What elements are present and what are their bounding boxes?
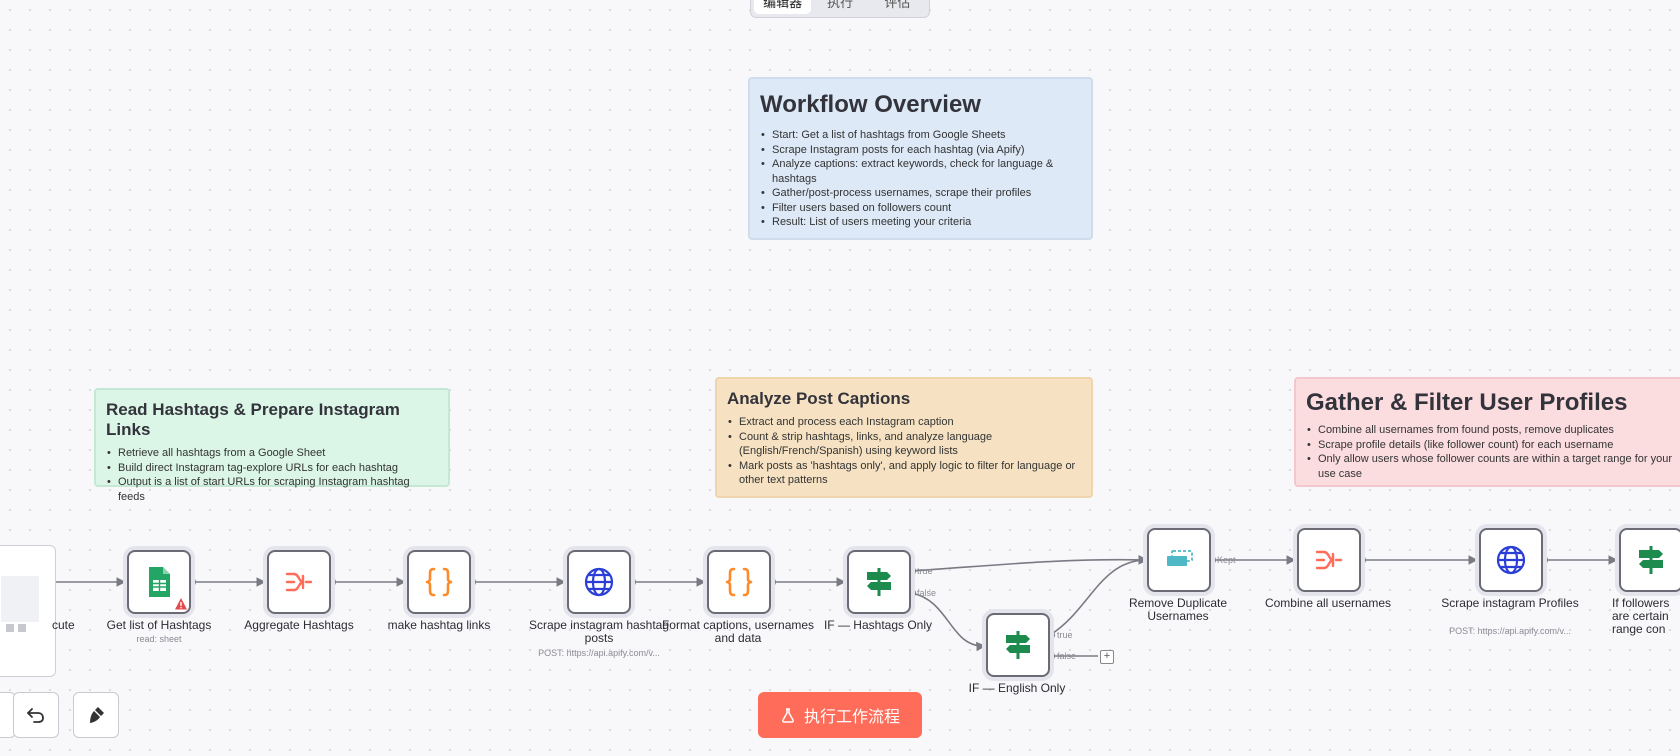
- note-item: Retrieve all hashtags from a Google Shee…: [106, 446, 438, 461]
- note-item: Mark posts as 'hashtags only', and apply…: [727, 459, 1081, 488]
- node-label: IF — Hashtags Only: [823, 618, 933, 632]
- signpost-icon: [1006, 631, 1030, 659]
- warning-icon: [175, 598, 187, 610]
- note-item: Extract and process each Instagram capti…: [727, 415, 1081, 430]
- note-item: Build direct Instagram tag-explore URLs …: [106, 461, 438, 476]
- output-label-kept: Kept: [1217, 555, 1236, 565]
- note-item: Gather/post-process usernames, scrape th…: [760, 186, 1081, 201]
- note-item: Start: Get a list of hashtags from Googl…: [760, 128, 1081, 143]
- node-aggregate-hashtags[interactable]: [267, 550, 331, 614]
- node-combine-usernames[interactable]: [1297, 528, 1361, 592]
- connection-line: [910, 555, 1148, 572]
- clear-execution-icon: [90, 707, 104, 723]
- trigger-node-partial[interactable]: [0, 545, 56, 677]
- node-subtitle: POST: https://api.apify.com/v...: [1449, 626, 1571, 636]
- node-label: Aggregate Hashtags: [244, 618, 354, 632]
- output-label-true: true: [917, 566, 933, 576]
- node-label: make hashtag links: [387, 618, 491, 632]
- note-item: Result: List of users meeting your crite…: [760, 215, 1081, 230]
- connection-line: [1049, 555, 1148, 636]
- note-item: Scrape profile details (like follower co…: [1306, 438, 1680, 453]
- aggregate-icon: [1315, 550, 1343, 570]
- note-item: Analyze captions: extract keywords, chec…: [760, 157, 1081, 186]
- tab-evaluations[interactable]: 评估: [884, 0, 911, 10]
- node-label: Format captions, usernames and data: [661, 618, 815, 645]
- globe-icon: [584, 567, 614, 597]
- note-item: Count & strip hashtags, links, and analy…: [727, 430, 1081, 459]
- node-if-hashtags-only[interactable]: [847, 550, 911, 614]
- output-label-false: false: [917, 588, 936, 598]
- undo-icon: [27, 708, 44, 723]
- node-subtitle: POST: https://api.apify.com/v...: [538, 648, 660, 658]
- note-item: Combine all usernames from found posts, …: [1306, 423, 1680, 438]
- connection-line: [910, 592, 986, 652]
- code-braces-icon: [425, 567, 453, 597]
- output-label-false: false: [1057, 651, 1076, 661]
- clear-execution-button[interactable]: [73, 692, 119, 738]
- note-item: Scrape Instagram posts for each hashtag …: [760, 143, 1081, 158]
- node-make-hashtag-links[interactable]: [407, 550, 471, 614]
- google-sheets-icon: [149, 567, 170, 597]
- node-label: Remove Duplicate Usernames: [1128, 596, 1228, 623]
- node-format-captions[interactable]: [707, 550, 771, 614]
- note-title: Analyze Post Captions: [727, 389, 911, 408]
- signpost-icon: [1639, 546, 1663, 574]
- code-braces-icon: [725, 567, 753, 597]
- sticky-note-hashtags[interactable]: Read Hashtags & Prepare Instagram Links …: [94, 388, 450, 503]
- tab-executions[interactable]: 执行: [826, 0, 853, 10]
- node-if-followers[interactable]: [1619, 528, 1680, 592]
- node-label: cute: [52, 618, 75, 632]
- add-node-button[interactable]: +: [1100, 650, 1114, 664]
- aggregate-icon: [285, 572, 313, 592]
- sticky-note-profiles[interactable]: Gather & Filter User Profiles Combine al…: [1294, 377, 1680, 487]
- node-subtitle: read: sheet: [136, 634, 182, 644]
- node-label: Get list of Hashtags: [106, 618, 212, 632]
- tab-editor[interactable]: 编辑器: [754, 0, 812, 14]
- node-label: If followers are certain range con: [1612, 597, 1670, 636]
- remove-duplicates-icon: [1167, 550, 1193, 566]
- sticky-note-captions[interactable]: Analyze Post Captions Extract and proces…: [715, 377, 1093, 498]
- node-scrape-profiles[interactable]: [1479, 528, 1543, 592]
- note-title: Gather & Filter User Profiles: [1306, 389, 1628, 416]
- note-item: Filter users based on followers count: [760, 201, 1081, 216]
- dots-icon: [6, 624, 26, 632]
- node-remove-duplicates[interactable]: [1147, 528, 1211, 592]
- note-title: Read Hashtags & Prepare Instagram Links: [106, 400, 400, 439]
- output-label-true: true: [1057, 630, 1073, 640]
- note-item: Only allow users whose follower counts a…: [1306, 452, 1680, 481]
- execute-label: 执行工作流程: [803, 709, 900, 726]
- flask-icon: [782, 708, 794, 723]
- signpost-icon: [867, 568, 891, 596]
- execute-workflow-button[interactable]: 执行工作流程: [758, 692, 922, 738]
- note-item: Output is a list of start URLs for scrap…: [106, 475, 438, 504]
- node-label: Combine all usernames: [1264, 596, 1392, 610]
- node-scrape-hashtag-posts[interactable]: [567, 550, 631, 614]
- undo-button[interactable]: [13, 692, 59, 738]
- node-label: IF — English Only: [968, 681, 1066, 695]
- node-if-english-only[interactable]: [986, 613, 1050, 677]
- globe-icon: [1496, 545, 1526, 575]
- node-label: Scrape instagram Profiles: [1441, 596, 1579, 610]
- note-title: Workflow Overview: [760, 91, 981, 118]
- node-label: Scrape instagram hashtag posts: [528, 618, 670, 645]
- sticky-note-overview[interactable]: Workflow Overview Start: Get a list of h…: [748, 77, 1093, 240]
- view-tabs: 编辑器 执行 评估: [750, 0, 930, 18]
